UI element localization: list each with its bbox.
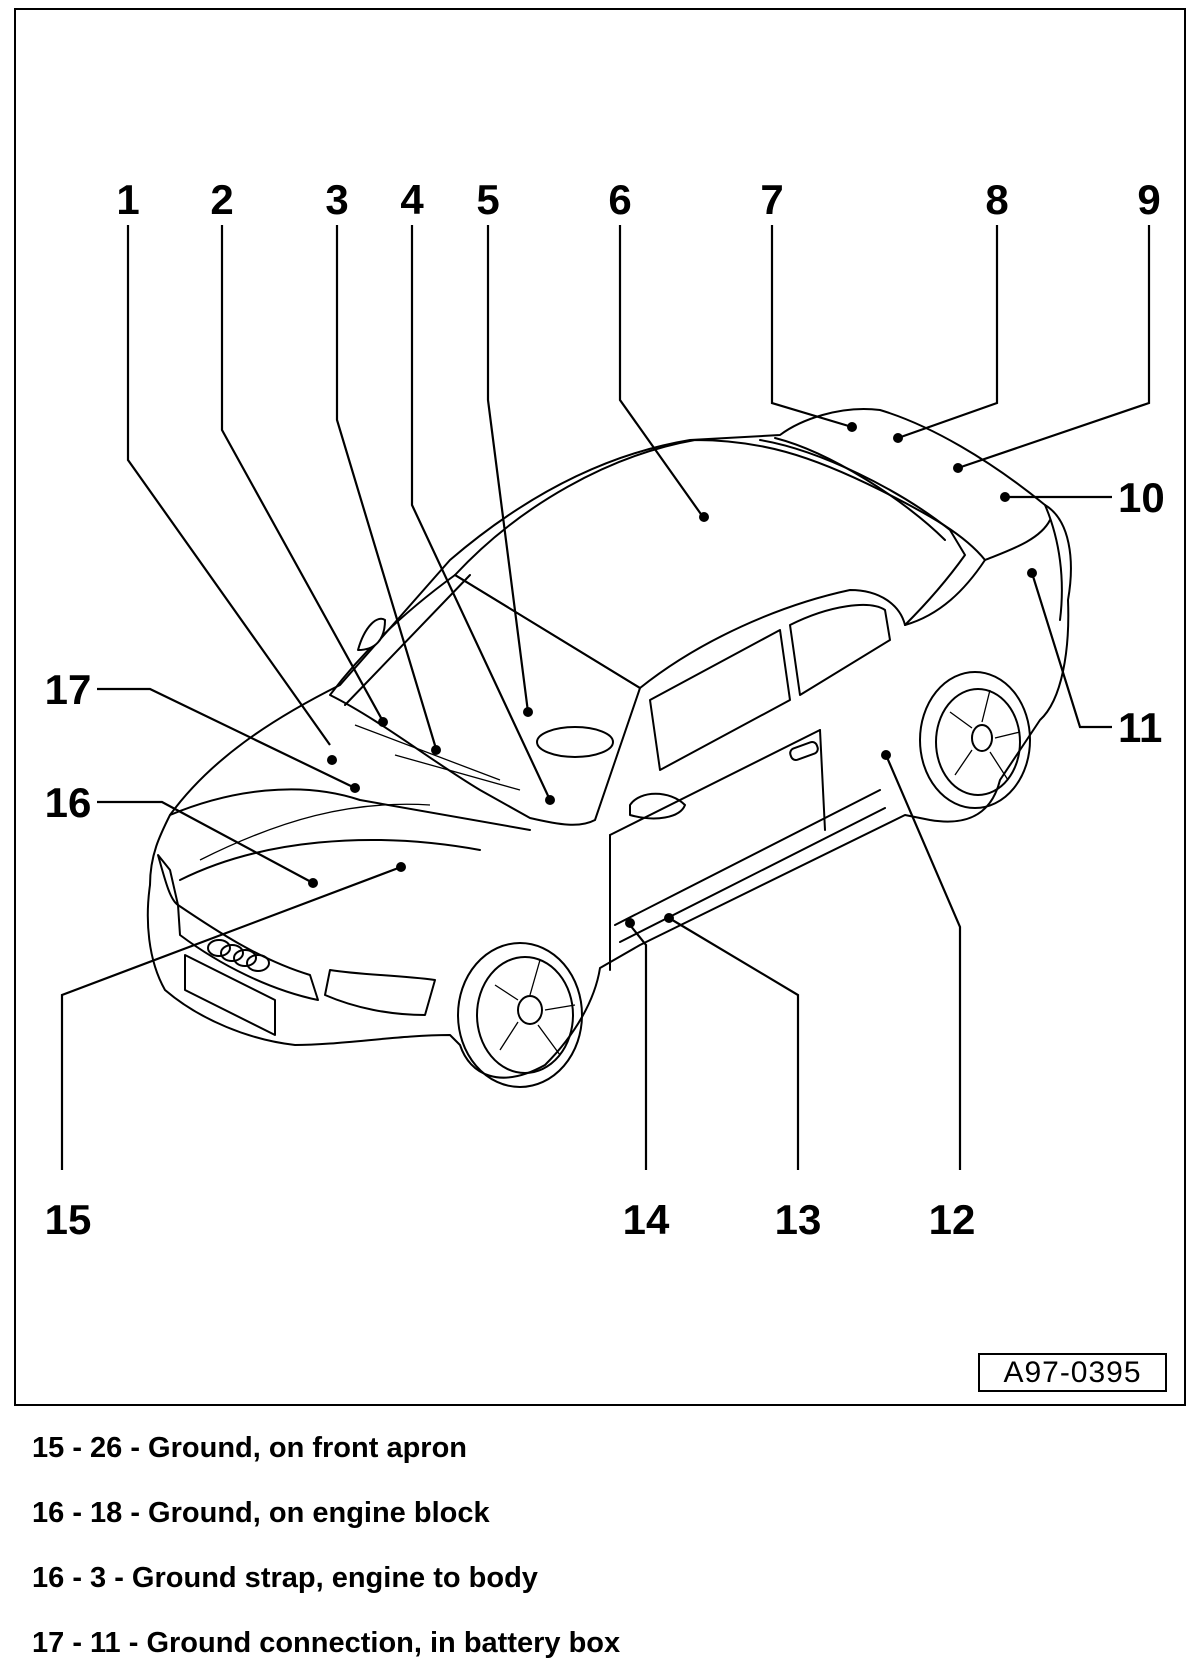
legend-item: 17 - 11 - Ground connection, in battery … [32, 1627, 621, 1659]
callout-13: 13 [775, 1196, 822, 1243]
callout-1: 1 [116, 176, 139, 223]
ground-point-14 [625, 918, 635, 928]
ground-point-16 [308, 878, 318, 888]
ground-point-12 [881, 750, 891, 760]
callout-10: 10 [1118, 474, 1165, 521]
legend-item: 16 - 18 - Ground, on engine block [32, 1497, 490, 1529]
ground-point-17 [350, 783, 360, 793]
callout-11: 11 [1118, 704, 1162, 751]
callout-3: 3 [325, 176, 348, 223]
ground-point-11 [1027, 568, 1037, 578]
ground-point-15 [396, 862, 406, 872]
callout-numbers: 1 2 3 4 5 6 7 8 9 10 11 12 13 14 15 16 1… [45, 176, 1165, 1243]
callout-6: 6 [608, 176, 631, 223]
legend-list: 15 - 26 - Ground, on front apron 16 - 18… [32, 1418, 620, 1678]
figure-frame [14, 8, 1186, 1406]
ground-point-10 [1000, 492, 1010, 502]
legend-item: 16 - 3 - Ground strap, engine to body [32, 1562, 538, 1594]
ground-point-1 [327, 755, 337, 765]
car-illustration [146, 408, 1072, 1088]
callout-5: 5 [476, 176, 499, 223]
callout-14: 14 [623, 1196, 670, 1243]
ground-point-9 [953, 463, 963, 473]
ground-point-4 [545, 795, 555, 805]
callout-8: 8 [985, 176, 1008, 223]
callout-9: 9 [1137, 176, 1160, 223]
callout-15: 15 [45, 1196, 92, 1243]
leader-lines [60, 225, 1151, 1170]
callout-17: 17 [45, 666, 92, 713]
ground-point-7 [847, 422, 857, 432]
ground-point-6 [699, 512, 709, 522]
figure-id-label: A97-0395 [978, 1353, 1167, 1392]
ground-point-8 [893, 433, 903, 443]
callout-12: 12 [929, 1196, 976, 1243]
ground-point-2 [378, 717, 388, 727]
ground-point-markers [308, 422, 1037, 928]
callout-2: 2 [210, 176, 233, 223]
ground-point-3 [431, 745, 441, 755]
car-ground-locations-diagram: 1 2 3 4 5 6 7 8 9 10 11 12 13 14 15 16 1… [45, 176, 1165, 1243]
callout-4: 4 [400, 176, 424, 223]
ground-point-13 [664, 913, 674, 923]
ground-point-5 [523, 707, 533, 717]
callout-16: 16 [45, 779, 92, 826]
legend-item: 15 - 26 - Ground, on front apron [32, 1432, 467, 1464]
callout-7: 7 [760, 176, 783, 223]
